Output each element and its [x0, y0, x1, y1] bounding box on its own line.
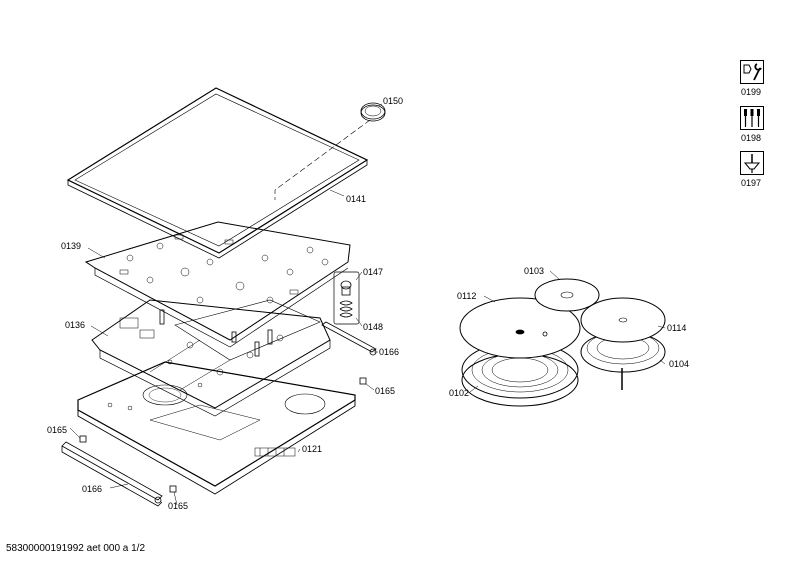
label-0165-right[interactable]: 0165 [375, 386, 396, 396]
screwdriver-set-icon[interactable] [740, 106, 764, 130]
small-disc[interactable] [534, 278, 600, 312]
label-0121[interactable]: 0121 [302, 444, 323, 454]
clip-right[interactable] [359, 377, 367, 385]
glass-top-plate[interactable] [66, 87, 369, 259]
label-0104[interactable]: 0104 [669, 359, 690, 369]
label-0165-left[interactable]: 0165 [47, 425, 68, 435]
tool-label-0198: 0198 [741, 133, 762, 143]
large-coil-assembly[interactable] [459, 297, 581, 407]
tool-label-0197: 0197 [741, 178, 762, 188]
spring-assembly[interactable] [333, 271, 360, 325]
wrench-screwdriver-icon[interactable] [740, 60, 764, 84]
label-0150[interactable]: 0150 [383, 96, 404, 106]
label-0166-left[interactable]: 0166 [82, 484, 103, 494]
label-0102[interactable]: 0102 [449, 388, 470, 398]
label-0112[interactable]: 0112 [457, 291, 477, 301]
clip-bottom[interactable] [169, 485, 177, 493]
label-0114[interactable]: 0114 [667, 323, 687, 333]
label-0136[interactable]: 0136 [65, 320, 86, 330]
label-0166-right[interactable]: 0166 [379, 347, 400, 357]
label-0165-bottom[interactable]: 0165 [168, 501, 189, 511]
screw-insert-icon[interactable] [740, 151, 764, 175]
leader-lines [69, 103, 666, 506]
control-knob[interactable] [360, 102, 386, 122]
label-0139[interactable]: 0139 [61, 241, 82, 251]
label-0148[interactable]: 0148 [363, 322, 384, 332]
left-rail[interactable] [61, 441, 163, 507]
bottom-housing[interactable] [77, 361, 356, 495]
support-frame[interactable] [84, 221, 351, 348]
label-0103[interactable]: 0103 [524, 266, 545, 276]
clip-left[interactable] [79, 435, 87, 443]
medium-coil-assembly[interactable] [580, 297, 666, 390]
electronics-module[interactable] [91, 299, 331, 417]
label-0147[interactable]: 0147 [363, 267, 384, 277]
tool-label-0199: 0199 [741, 87, 762, 97]
spacer-pins [159, 309, 273, 357]
document-code: 58300000191992 aet 000 a 1/2 [6, 543, 146, 554]
label-0141[interactable]: 0141 [346, 194, 367, 204]
